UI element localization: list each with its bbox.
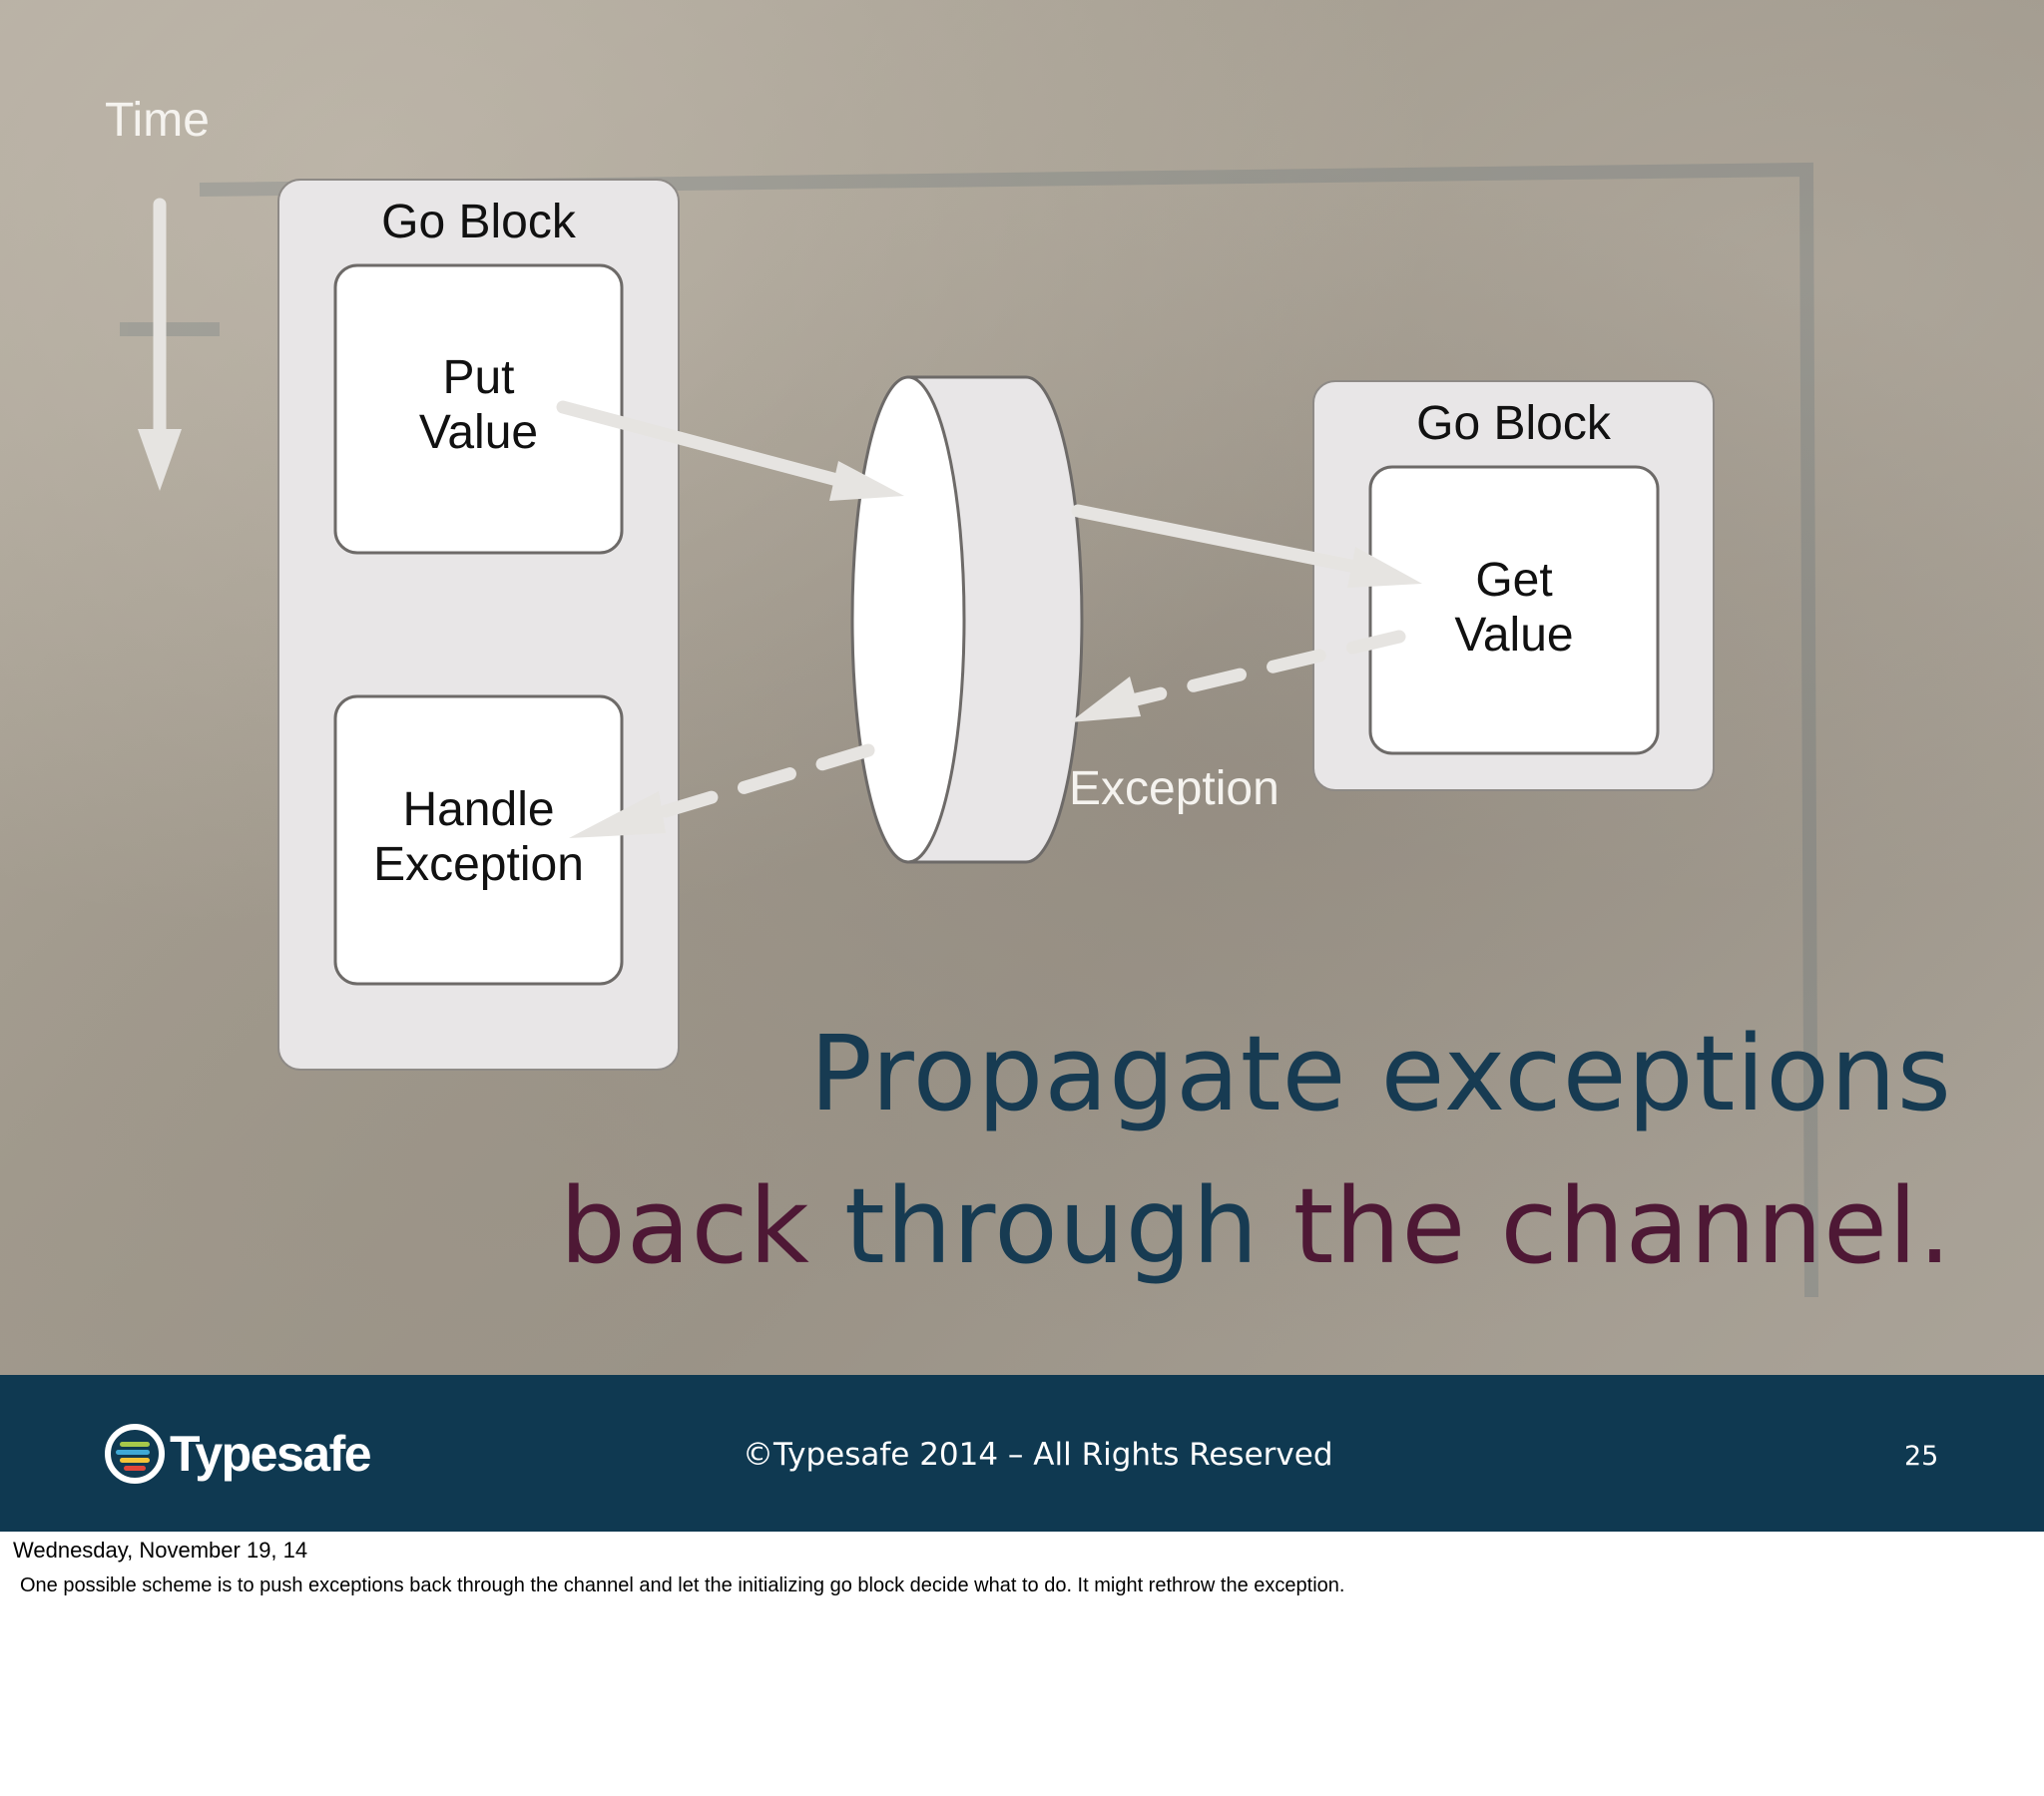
get-value-box: [1368, 465, 1660, 755]
left-go-block-title: Go Block: [381, 196, 576, 248]
exception-label: Exception: [1069, 762, 1279, 815]
right-go-block-title: Go Block: [1416, 397, 1611, 450]
get-value-label: Get Value: [1454, 554, 1574, 662]
headline-word-channel: channel.: [1500, 1165, 1952, 1287]
typesafe-logo-text: Typesafe: [170, 1426, 372, 1482]
put-value-box: [333, 263, 624, 555]
slide: Time Go Block Put Value Handle Exception…: [0, 0, 2044, 1375]
headline-line-1: Propagate exceptions: [809, 1013, 1952, 1134]
diagram: [120, 162, 1818, 1298]
put-arrow: [556, 400, 904, 501]
copyright-text: ©Typesafe 2014 – All Rights Reserved: [743, 1437, 1333, 1473]
background-frame: [120, 162, 1818, 1298]
exception-return-arrow-left: [569, 743, 875, 838]
headline-word-through: through: [843, 1165, 1260, 1287]
time-arrow: [138, 198, 182, 491]
typesafe-logo: Typesafe: [104, 1423, 372, 1485]
time-label: Time: [105, 94, 210, 147]
typesafe-logo-icon: [105, 1424, 165, 1484]
channel-cylinder: [850, 375, 1084, 864]
slide-number: 25: [1904, 1441, 1939, 1472]
headline-line-2: back through the channel.: [560, 1165, 1952, 1287]
notes-date: Wednesday, November 19, 14: [13, 1538, 308, 1563]
put-value-label: Put Value: [418, 351, 539, 459]
speaker-notes: One possible scheme is to push exception…: [20, 1574, 1345, 1596]
handle-exception-label: Handle Exception: [373, 783, 584, 891]
headline-word-back: back: [559, 1165, 810, 1287]
headline-word-the: the: [1292, 1165, 1467, 1287]
exception-return-arrow-right: [1070, 630, 1406, 722]
handle-exception-box: [333, 694, 624, 986]
slide-footer: [0, 1375, 2044, 1532]
get-arrow: [1071, 504, 1422, 588]
